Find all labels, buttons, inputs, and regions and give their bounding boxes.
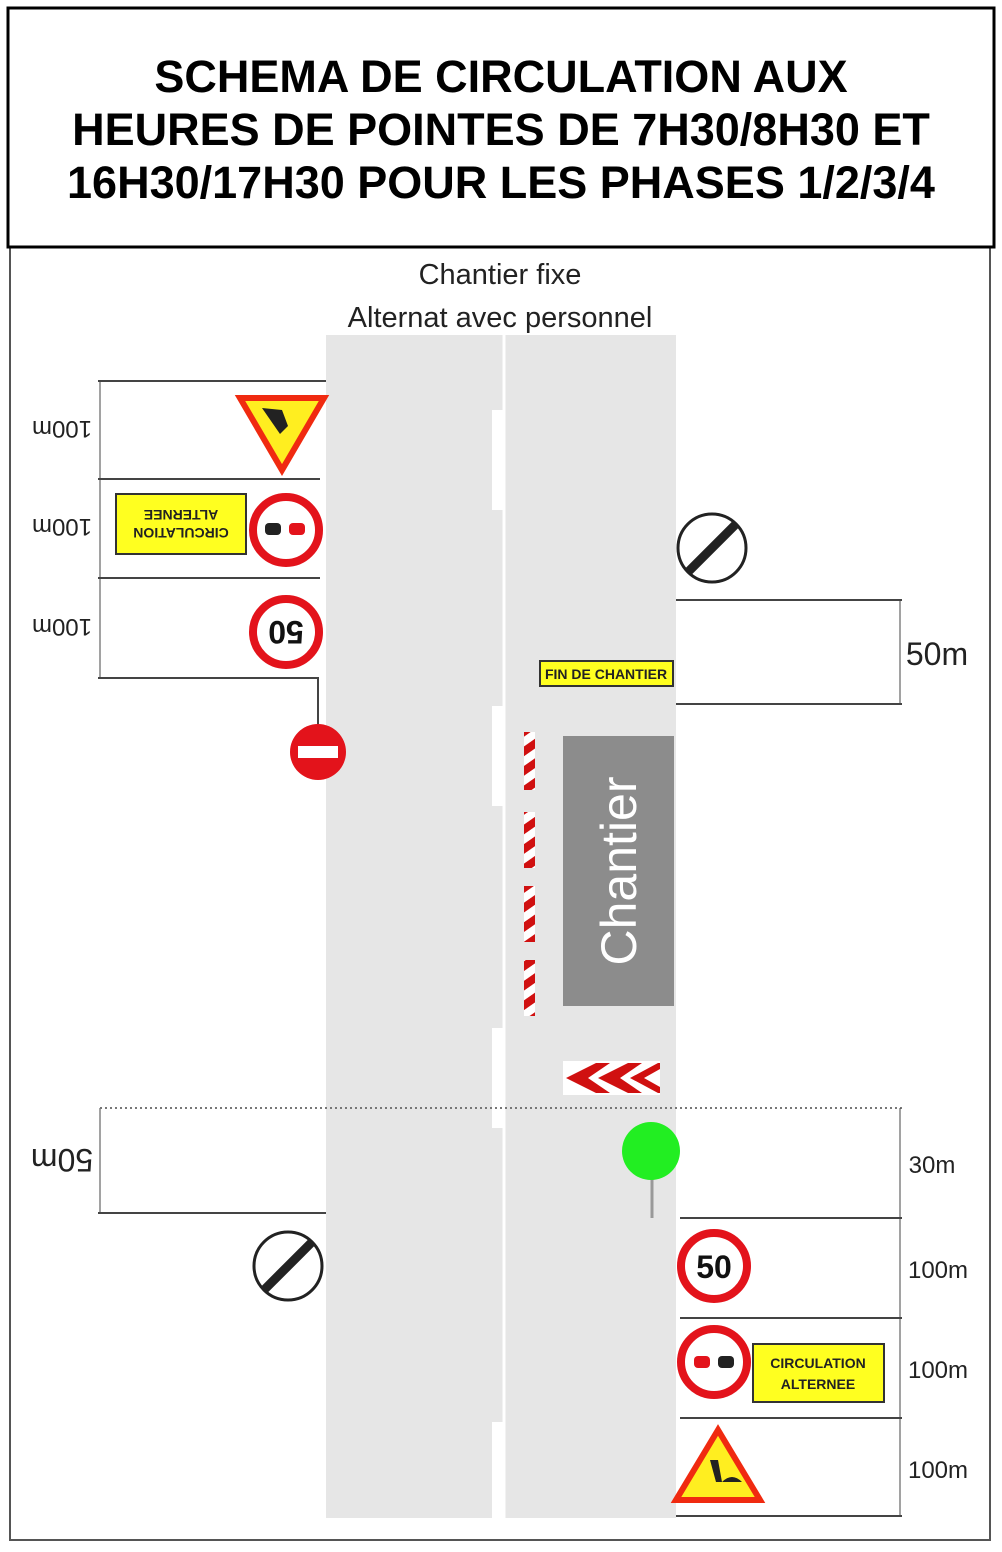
title-box bbox=[6, 6, 996, 249]
lane-dashes bbox=[492, 410, 503, 1518]
right-dim-3: 100m bbox=[908, 1357, 968, 1384]
no-entry-sign-icon bbox=[290, 724, 346, 780]
svg-text:ALTERNEE: ALTERNEE bbox=[781, 1376, 855, 1392]
svg-text:Chantier: Chantier bbox=[591, 777, 647, 966]
no-overtaking-sign-right-icon bbox=[677, 1325, 751, 1399]
speed-limit-sign-left-icon: 50 bbox=[249, 595, 323, 669]
title-line-2: HEURES DE POINTES DE 7H30/8H30 ET bbox=[72, 104, 930, 155]
header-line-2: Alternat avec personnel bbox=[348, 302, 653, 334]
speed-limit-sign-right-icon: 50 bbox=[677, 1229, 751, 1303]
svg-text:CIRCULATION: CIRCULATION bbox=[770, 1355, 865, 1371]
traffic-light-green-icon bbox=[622, 1122, 680, 1218]
alternating-traffic-board-left: CIRCULATION ALTERNEE bbox=[115, 493, 247, 555]
svg-text:ALTERNEE: ALTERNEE bbox=[144, 507, 218, 523]
svg-text:FIN DE CHANTIER: FIN DE CHANTIER bbox=[545, 666, 667, 682]
left-dim-2: 100m bbox=[32, 513, 92, 540]
no-overtaking-sign-left-icon bbox=[249, 493, 323, 567]
barriers bbox=[524, 732, 535, 1016]
right-dim-top: 50m bbox=[906, 636, 968, 672]
left-dim-4: 50m bbox=[31, 1142, 93, 1178]
end-restrictions-sign-right-icon bbox=[676, 512, 748, 584]
right-dim-1: 30m bbox=[909, 1152, 956, 1179]
left-dimension-lines bbox=[98, 380, 326, 1214]
roadworks-triangle-icon bbox=[234, 395, 330, 476]
svg-text:50: 50 bbox=[268, 614, 304, 650]
end-of-works-board: FIN DE CHANTIER bbox=[539, 660, 674, 687]
title-line-1: SCHEMA DE CIRCULATION AUX bbox=[154, 51, 847, 102]
end-restrictions-sign-left-icon bbox=[252, 1230, 324, 1302]
left-dim-3: 100m bbox=[32, 613, 92, 640]
header-line-1: Chantier fixe bbox=[419, 259, 582, 291]
right-dimension-lines bbox=[100, 599, 902, 1517]
alternating-traffic-board-right: CIRCULATION ALTERNEE bbox=[752, 1343, 885, 1403]
svg-text:50: 50 bbox=[696, 1249, 732, 1285]
left-dim-1: 100m bbox=[32, 415, 92, 442]
roadworks-warning-sign-icon bbox=[670, 1424, 766, 1503]
right-dim-2: 100m bbox=[908, 1257, 968, 1284]
chevron-board-icon bbox=[563, 1061, 660, 1095]
title-line-3: 16H30/17H30 POUR LES PHASES 1/2/3/4 bbox=[67, 157, 935, 208]
work-zone: Chantier bbox=[563, 736, 674, 1006]
right-dim-4: 100m bbox=[908, 1457, 968, 1484]
svg-text:CIRCULATION: CIRCULATION bbox=[133, 525, 228, 541]
